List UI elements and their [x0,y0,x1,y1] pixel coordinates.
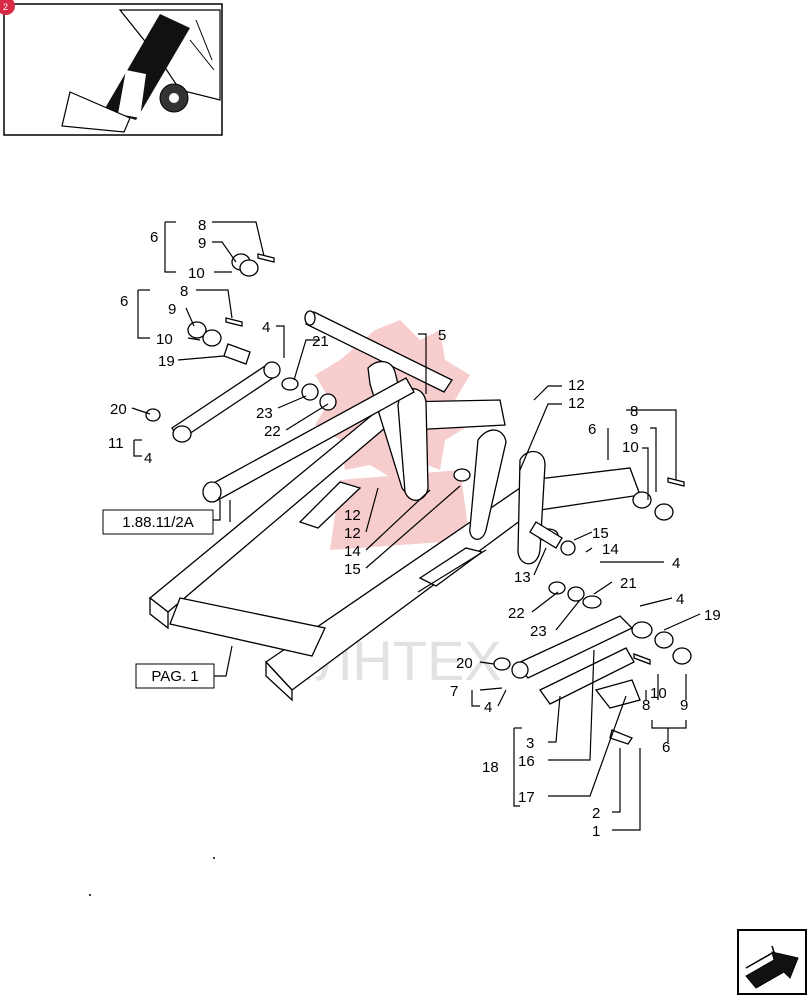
ref-box-pag1-text: PAG. 1 [151,668,198,685]
callout-9b: 9 [168,301,176,318]
callout-8d: 8 [642,697,650,714]
loader-frame [145,253,692,745]
callout-20a: 20 [110,401,127,418]
callout-12c: 12 [568,395,585,412]
callout-8c: 8 [630,403,638,420]
callout-19b: 19 [704,607,721,624]
ref-box-1-88-text: 1.88.11/2A [122,514,193,531]
callout-6d: 6 [662,739,670,756]
callout-21b: 21 [620,575,637,592]
callout-14a: 14 [344,543,361,560]
callout-14b: 14 [602,541,619,558]
callout-7: 7 [450,683,458,700]
callout-9d: 9 [680,697,688,714]
ref-box-pag1[interactable]: PAG. 1 [135,663,215,689]
page-badge: 2 [0,0,15,15]
callout-15b: 15 [592,525,609,542]
callout-10d: 10 [650,685,667,702]
callout-21a: 21 [312,333,329,350]
callout-5: 5 [438,327,446,344]
callout-11: 11 [108,435,124,452]
callout-8b: 8 [180,283,188,300]
next-page-arrow-icon[interactable] [737,929,807,995]
callout-12b: 12 [568,377,585,394]
callout-16: 16 [518,753,535,770]
callout-6c: 6 [588,421,596,438]
callout-4d: 4 [676,591,684,608]
callout-6b: 6 [120,293,128,310]
callout-23b: 23 [530,623,547,640]
callout-19a: 19 [158,353,175,370]
callout-10b: 10 [156,331,173,348]
callout-15a: 15 [344,561,361,578]
callout-4c: 4 [672,555,680,572]
callout-13: 13 [514,569,531,586]
callout-3: 3 [526,735,534,752]
callout-22b: 22 [508,605,525,622]
callout-23a: 23 [256,405,273,422]
callout-22a: 22 [264,423,281,440]
callout-8a: 8 [198,217,206,234]
callout-2: 2 [592,805,600,822]
callout-9a: 9 [198,235,206,252]
callout-9c: 9 [630,421,638,438]
callout-6a: 6 [150,229,158,246]
callout-10a: 10 [188,265,205,282]
callout-4a: 4 [262,319,270,336]
callout-12a: 12 [344,525,361,542]
callout-20b: 20 [456,655,473,672]
callout-12d: 12 [344,507,361,524]
leader-lines [131,221,701,831]
callout-1: 1 [592,823,600,840]
callout-4e: 4 [484,699,492,716]
ref-box-1-88[interactable]: 1.88.11/2A [102,509,214,535]
badge-text: 2 [3,2,8,12]
callout-10c: 10 [622,439,639,456]
callout-18: 18 [482,759,499,776]
callout-4b: 4 [144,450,152,467]
callout-17: 17 [518,789,535,806]
callouts: 6 8 9 10 6 8 9 10 19 4 21 5 20 11 4 23 2… [108,217,721,840]
loader-thumbnail-icon [3,3,223,136]
